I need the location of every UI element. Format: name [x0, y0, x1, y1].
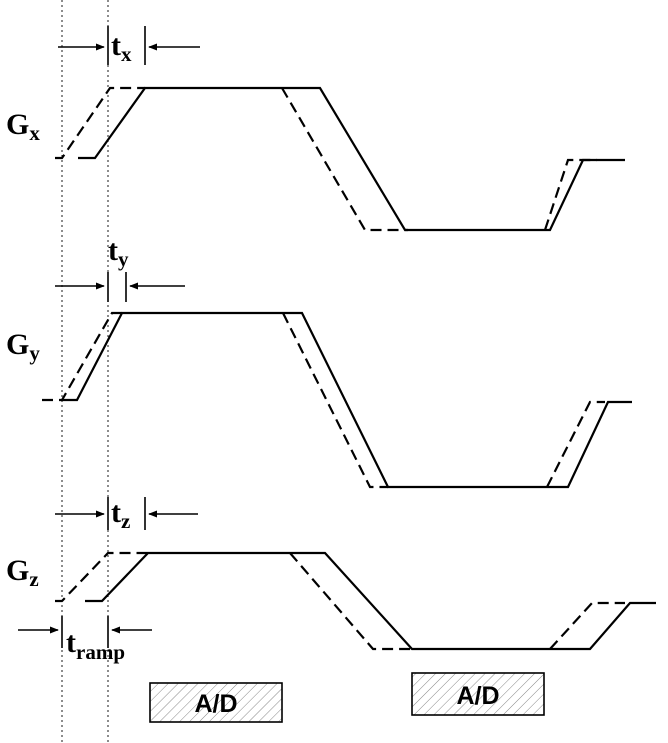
adc-window-box-1 — [149, 682, 283, 723]
gy-row: Gy ty — [6, 234, 632, 489]
adc-label-2: A/D — [456, 682, 499, 710]
gy-ideal-ramp-return — [546, 400, 605, 488]
tz-label: tz — [111, 496, 130, 533]
adc-window-box-2 — [411, 672, 545, 716]
gy-label: Gy — [6, 328, 40, 365]
gy-ideal-ramp-up — [42, 311, 122, 402]
adc-label-1: A/D — [194, 690, 237, 718]
gz-ideal-ramp-up — [55, 551, 148, 603]
gz-label: Gz — [6, 554, 39, 591]
tramp-annotation: tramp — [18, 616, 152, 664]
gx-row: Gx tx — [6, 26, 625, 232]
gx-ideal-ramp-return — [543, 158, 597, 231]
gx-ideal-ramp-down — [281, 87, 408, 232]
adc-window-1: A/D — [149, 682, 283, 723]
gx-actual-waveform — [78, 86, 625, 232]
gx-ideal-ramp-up — [55, 86, 145, 160]
gz-row: Gz tz — [6, 496, 656, 651]
gz-ideal-ramp-return — [549, 601, 625, 650]
gy-ideal-ramp-down — [282, 312, 388, 489]
tramp-label: tramp — [66, 626, 125, 664]
gz-actual-waveform — [85, 551, 656, 651]
gz-ideal-ramp-down — [289, 552, 412, 651]
ty-label: ty — [108, 234, 129, 271]
adc-window-2: A/D — [411, 672, 545, 716]
gx-label: Gx — [6, 108, 40, 145]
gy-actual-waveform — [62, 311, 632, 489]
tx-label: tx — [111, 29, 132, 66]
